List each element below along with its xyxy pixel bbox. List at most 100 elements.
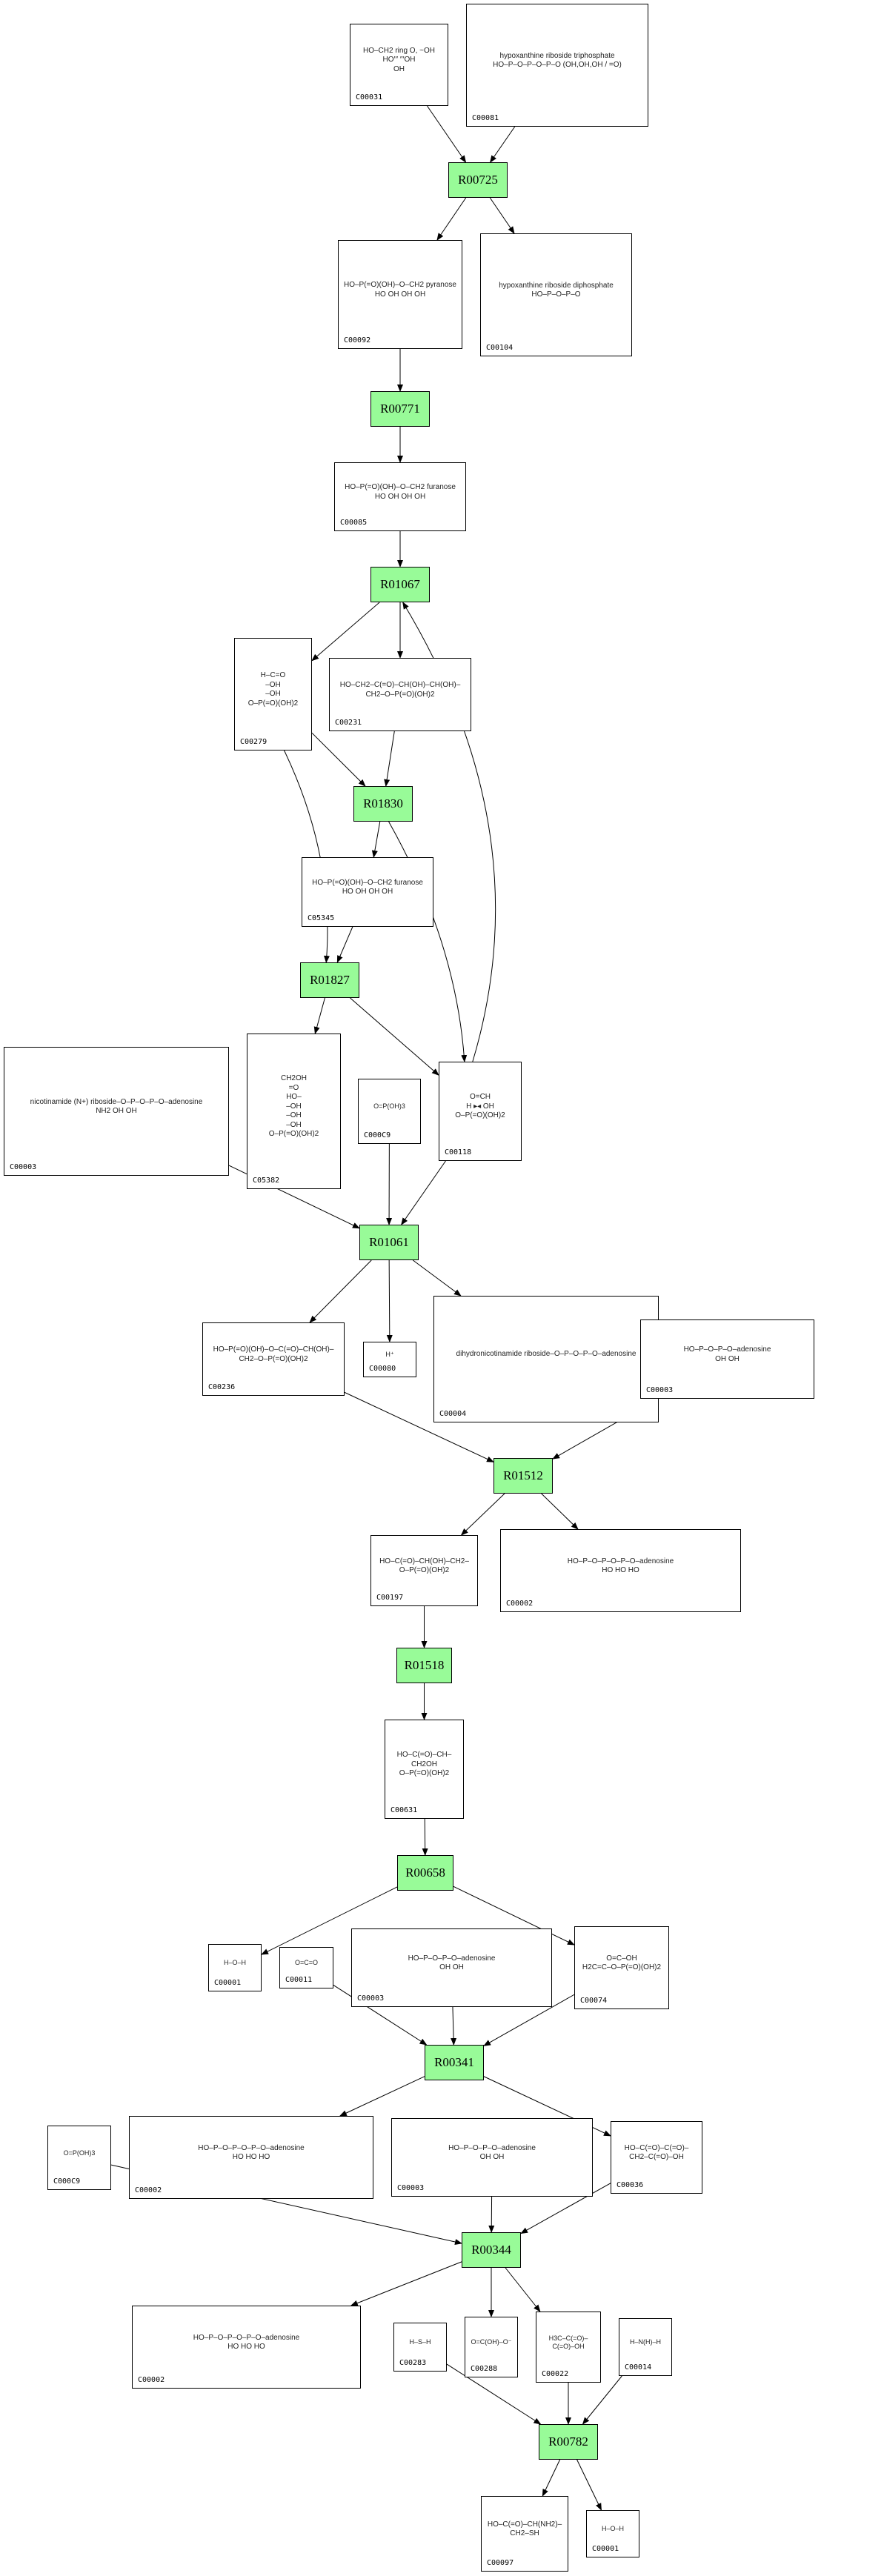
structure-drawing: HO–C(=O)–CH–CH2OH O–P(=O)(OH)2 <box>396 1751 452 1778</box>
edge-r01827-to-c05382 <box>313 997 325 1034</box>
compound-id-label: C00081 <box>472 114 499 122</box>
compound-id-label: C00118 <box>445 1148 472 1156</box>
compound-id-label: C00092 <box>344 336 371 345</box>
compound-node-c00001[interactable]: H–O–H C00001 <box>208 1944 262 1991</box>
reaction-node-r00782[interactable]: R00782 <box>539 2424 598 2460</box>
compound-node-c00002[interactable]: HO–P–O–P–O–P–O–adenosine HO HO HO C00002 <box>129 2116 373 2199</box>
reaction-node-r00658[interactable]: R00658 <box>397 1855 453 1891</box>
edge-r00344-to-c00022 <box>505 2267 541 2312</box>
reaction-node-r01830[interactable]: R01830 <box>353 786 413 822</box>
structure-drawing: dihydronicotinamide riboside–O–P–O–P–O–a… <box>456 1350 637 1359</box>
compound-node-c00104[interactable]: hypoxanthine riboside diphosphate HO–P–O… <box>480 233 632 356</box>
edge-c00081-to-r00725 <box>489 126 516 163</box>
compound-node-c00001[interactable]: H–O–H C00001 <box>586 2510 639 2557</box>
compound-id-label: C00003 <box>646 1386 674 1394</box>
structure-drawing: HO–P–O–P–O–adenosine OH OH <box>683 1345 771 1363</box>
reaction-node-r01518[interactable]: R01518 <box>396 1648 452 1683</box>
structure-drawing: H3C–C(=O)–C(=O)–OH <box>548 2334 588 2350</box>
reaction-node-r00771[interactable]: R00771 <box>370 391 430 427</box>
compound-id-label: C00080 <box>369 1365 396 1373</box>
compound-id-label: C00022 <box>542 2370 569 2378</box>
reaction-node-r01512[interactable]: R01512 <box>493 1458 553 1494</box>
compound-id-label: C00004 <box>439 1410 467 1418</box>
compound-id-label: C00031 <box>356 93 383 101</box>
structure-drawing: O=P(OH)3 <box>373 1102 405 1111</box>
reaction-label: R00771 <box>380 402 420 416</box>
edge-r00782-to-c00001b <box>576 2459 602 2511</box>
compound-id-label: C00003 <box>10 1163 37 1171</box>
compound-node-c00003[interactable]: nicotinamide (N+) riboside–O–P–O–P–O–ade… <box>4 1047 229 1176</box>
reaction-node-r00725[interactable]: R00725 <box>448 162 508 198</box>
edge-r01512-to-c00197 <box>460 1493 505 1536</box>
edge-r01067-to-c00279 <box>311 602 380 662</box>
structure-drawing: HO–P(=O)(OH)–O–CH2 furanose HO OH OH OH <box>312 878 423 896</box>
compound-id-label: C00014 <box>625 2363 652 2372</box>
compound-id-label: C00002 <box>135 2186 162 2194</box>
structure-drawing: HO–P–O–P–O–P–O–adenosine HO HO HO <box>567 1557 674 1575</box>
compound-node-c00003[interactable]: HO–P–O–P–O–adenosine OH OH C00003 <box>640 1319 814 1399</box>
structure-drawing: H–O–H <box>601 2525 624 2533</box>
edge-r01061-to-c00080 <box>386 1259 393 1342</box>
compound-id-label: C000C9 <box>53 2177 81 2186</box>
edge-c00231-to-r01830 <box>384 730 395 787</box>
compound-id-label: C00001 <box>592 2545 619 2553</box>
reaction-node-r01827[interactable]: R01827 <box>300 962 359 998</box>
edge-r00725-to-c00092 <box>436 197 467 241</box>
compound-id-label: C00104 <box>486 344 514 352</box>
compound-node-c00231[interactable]: HO–CH2–C(=O)–CH(OH)–CH(OH)–CH2–O–P(=O)(O… <box>329 658 471 731</box>
structure-drawing: H⁺ <box>385 1351 394 1359</box>
structure-drawing: HO–CH2–C(=O)–CH(OH)–CH(OH)–CH2–O–P(=O)(O… <box>339 681 461 699</box>
structure-drawing: HO–P(=O)(OH)–O–CH2 pyranose HO OH OH OH <box>344 281 456 299</box>
compound-id-label: C00085 <box>340 519 368 527</box>
edge-c00074-to-r00341 <box>483 1994 575 2046</box>
compound-id-label: C05382 <box>253 1176 280 1185</box>
compound-id-label: C00003 <box>397 2184 425 2192</box>
reaction-node-r00341[interactable]: R00341 <box>425 2045 484 2080</box>
reaction-node-r01067[interactable]: R01067 <box>370 567 430 602</box>
compound-id-label: C00002 <box>138 2376 165 2384</box>
compound-id-label: C00197 <box>376 1594 404 1602</box>
edge-r01830-to-c00118 <box>388 821 468 1062</box>
compound-node-c00004[interactable]: dihydronicotinamide riboside–O–P–O–P–O–a… <box>433 1296 659 1422</box>
structure-drawing: H–O–H <box>223 1959 246 1967</box>
reaction-node-r00344[interactable]: R00344 <box>462 2232 521 2268</box>
compound-node-c00236[interactable]: HO–P(=O)(OH)–O–C(=O)–CH(OH)–CH2–O–P(=O)(… <box>202 1322 345 1396</box>
structure-drawing: HO–CH2 ring O, ~OH HO′′′ ′′′OH OH <box>363 46 435 73</box>
structure-drawing: O=CH H ▸◂ OH O–P(=O)(OH)2 <box>455 1093 505 1120</box>
structure-drawing: HO–P–O–P–O–P–O–adenosine HO HO HO <box>198 2143 305 2162</box>
compound-id-label: C00011 <box>285 1976 313 1984</box>
structure-drawing: hypoxanthine riboside triphosphate HO–P–… <box>493 51 622 70</box>
compound-node-c00031[interactable]: HO–CH2 ring O, ~OH HO′′′ ′′′OH OH C00031 <box>350 24 448 106</box>
compound-node-c00081[interactable]: hypoxanthine riboside triphosphate HO–P–… <box>466 4 648 127</box>
compound-id-label: C00231 <box>335 719 362 727</box>
compound-node-c00080[interactable]: H⁺ C00080 <box>363 1342 416 1377</box>
compound-node-c00288[interactable]: O=C(OH)–O⁻C00288 <box>465 2317 518 2377</box>
compound-id-label: C00001 <box>214 1979 242 1987</box>
edge-c00279-to-r01830 <box>311 732 366 787</box>
compound-id-label: C000C9 <box>364 1131 391 1139</box>
compound-node-c00092[interactable]: HO–P(=O)(OH)–O–CH2 pyranose HO OH OH OH C… <box>338 240 462 349</box>
structure-drawing: H–S–H <box>409 2338 431 2346</box>
compound-node-c00022[interactable]: H3C–C(=O)–C(=O)–OH C00022 <box>536 2312 601 2383</box>
reaction-label: R01518 <box>404 1658 445 1672</box>
reaction-node-r01061[interactable]: R01061 <box>359 1225 419 1260</box>
